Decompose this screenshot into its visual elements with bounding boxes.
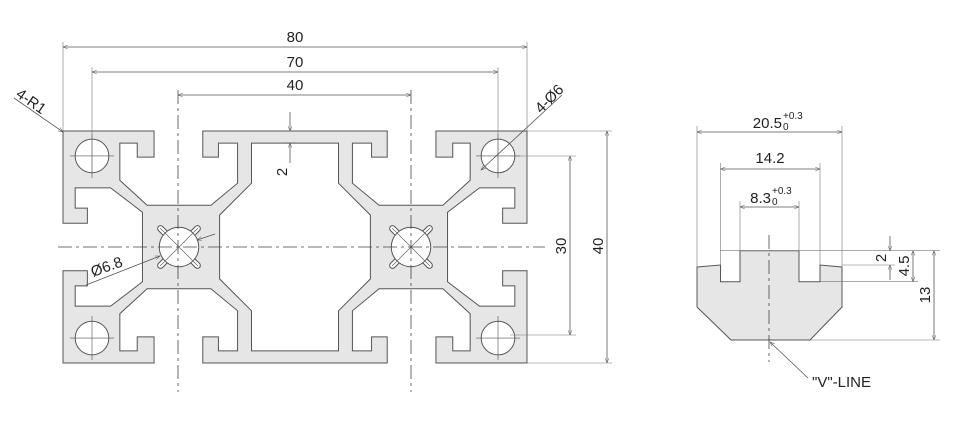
- dimension-40-vertical: 40: [527, 130, 612, 364]
- dim-20-5-tol-upper: +0.3: [783, 111, 803, 122]
- dim-30-label: 30: [553, 238, 570, 255]
- slot-section: 20.5 +0.3 0 14.2 8.3 +0.3 0 2 4.5 13 "V"…: [696, 111, 940, 391]
- dim-40-v-label: 40: [590, 238, 607, 255]
- dim-14-2-label: 14.2: [755, 150, 784, 167]
- dim-80-label: 80: [287, 29, 304, 46]
- corner-radius-callout: 4-R1: [13, 85, 64, 133]
- dimension-wall-2: 2: [274, 112, 296, 176]
- dim-2-label: 2: [274, 168, 291, 176]
- dim-4-5-label: 4.5: [896, 256, 913, 277]
- dim-20-5-label: 20.5: [753, 115, 782, 132]
- corner-radius-label: 4-R1: [13, 85, 49, 118]
- dim-40-h-label: 40: [287, 77, 304, 94]
- dim-13-label: 13: [917, 287, 934, 304]
- dimension-70: 70: [91, 54, 499, 175]
- dim-8-3-tol-lower: 0: [772, 197, 778, 208]
- v-line-label: "V"-LINE: [812, 374, 871, 391]
- hole-diameter-label: 4-Ø6: [532, 81, 568, 117]
- dim-lip-2-label: 2: [873, 254, 890, 262]
- dimension-40-horizontal: 40: [177, 77, 412, 98]
- dimension-80: 80: [62, 29, 528, 131]
- dimension-30: 30: [510, 155, 576, 336]
- dim-20-5-tol-lower: 0: [783, 122, 789, 133]
- dim-70-label: 70: [287, 54, 304, 71]
- dim-8-3-label: 8.3: [750, 190, 771, 207]
- dim-8-3-tol-upper: +0.3: [772, 186, 792, 197]
